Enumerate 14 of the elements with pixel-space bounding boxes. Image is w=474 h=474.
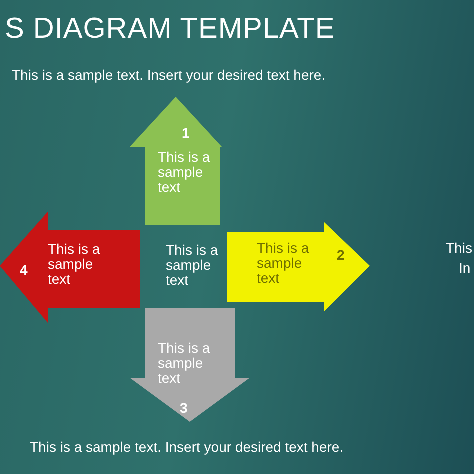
body-text: In — [459, 261, 471, 276]
step-number: 3 — [180, 400, 188, 416]
arrow-text: This is a sample text — [48, 242, 102, 287]
arrow-text: This is a sample text — [257, 241, 310, 286]
arrow-text: This is a sample text — [158, 341, 212, 386]
center-text: This is a sample text — [166, 243, 220, 288]
title: S DIAGRAM TEMPLATE — [5, 12, 336, 46]
step-number: 1 — [182, 125, 190, 141]
arrow-text: This is a sample text — [158, 150, 212, 195]
step-number: 4 — [20, 262, 28, 278]
body-text: This is a sample text. Insert your desired text here. — [12, 68, 326, 83]
body-text: This — [446, 241, 472, 256]
step-number: 2 — [337, 247, 345, 263]
body-text: This is a sample text. Insert your desired text here. — [30, 440, 344, 455]
